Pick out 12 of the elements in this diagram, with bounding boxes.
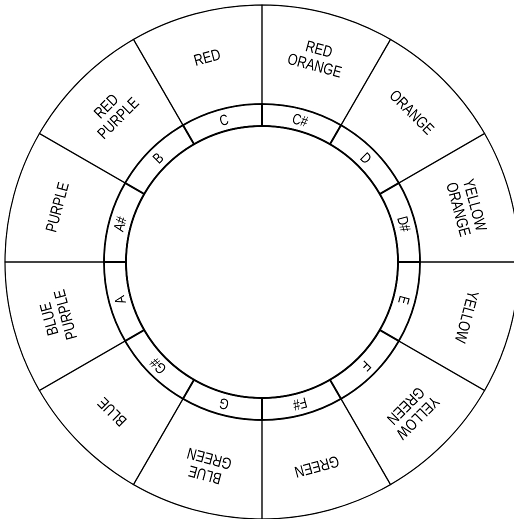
- note-segment: C#: [261, 103, 342, 146]
- note-segment: A#: [103, 182, 146, 263]
- note-segment: D#: [378, 182, 421, 263]
- note-segment: E: [378, 261, 421, 342]
- note-segment: C: [182, 103, 263, 146]
- note-segment: G#: [124, 329, 195, 400]
- note-segment: G: [182, 378, 263, 421]
- note-segment: D: [329, 124, 400, 195]
- note-segment: B: [124, 124, 195, 195]
- note-segment: F: [329, 329, 400, 400]
- note-segment: A: [103, 261, 146, 342]
- note-segment: F#: [261, 378, 342, 421]
